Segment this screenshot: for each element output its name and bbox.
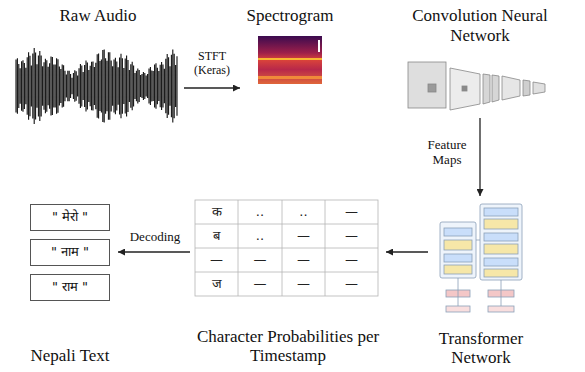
table-cell: — (283, 273, 324, 295)
stage-title: Character Probabilities per Timestamp (190, 327, 386, 366)
sublayer (484, 244, 518, 254)
table-cell: ज (196, 273, 237, 295)
data-flow (501, 297, 502, 306)
conv-layer (450, 68, 480, 110)
sublayer (484, 258, 518, 266)
sublayer (484, 219, 518, 229)
table-cell: — (283, 249, 324, 271)
sublayer (444, 228, 472, 236)
conv-layer (483, 74, 490, 104)
waveform-strokes (16, 48, 177, 124)
edge-label: STFT (Keras) (186, 50, 238, 78)
box-text: " मेरो " (52, 209, 88, 226)
data-flow (501, 280, 502, 297)
conv-layer (523, 80, 530, 96)
transformer-image (440, 204, 522, 312)
stage-heading-block: Transformer Network (428, 196, 534, 368)
decoder-block (480, 204, 522, 280)
spectrogram-image (258, 36, 322, 84)
flow-arrow (118, 251, 190, 252)
table-cell: — (239, 273, 281, 295)
input-box (446, 306, 470, 312)
spectrogram-band (258, 58, 322, 60)
table-cell: .. (239, 201, 281, 223)
sublayer (484, 208, 518, 216)
flow-arrow (386, 251, 428, 252)
table-cell: — (239, 249, 281, 271)
table-cell: — (326, 225, 377, 247)
conv-layer (492, 75, 499, 102)
input-box (488, 306, 514, 312)
stage-heading-block: Spectrogram (240, 6, 340, 90)
conv-layer (502, 76, 520, 100)
spectrogram-band (258, 76, 322, 79)
cnn-image (408, 62, 545, 110)
stage-heading-block: Raw Audio (12, 6, 184, 130)
data-flow (458, 278, 459, 297)
flow-arrow (479, 118, 480, 196)
box-text: " राम " (52, 279, 88, 296)
kernel (462, 86, 467, 91)
stage-title: Convolution Neural Network (388, 6, 572, 45)
sublayer (484, 269, 518, 277)
text-box: " राम " (30, 274, 110, 301)
table-cell: .. (239, 225, 281, 247)
table-cell: — (326, 273, 377, 295)
encoder-block (440, 222, 476, 278)
input-map (408, 62, 446, 108)
spectrogram-field (258, 36, 322, 84)
table-cell: — (283, 225, 324, 247)
data-flow (476, 240, 480, 241)
table-frame (195, 200, 378, 296)
text-box: " नाम " (30, 239, 110, 266)
table-cell: — (326, 249, 377, 271)
edge-label: Feature Maps (420, 138, 474, 168)
flow-arrow (184, 87, 240, 88)
stage-heading-block: Convolution Neural Network (388, 6, 572, 118)
table-cell: — (196, 249, 237, 271)
stage-title: Raw Audio (60, 6, 137, 26)
spectrogram-tick (318, 40, 320, 52)
sublayer (444, 240, 472, 250)
table-cell: क (196, 201, 237, 223)
table-cell: ब (196, 225, 237, 247)
waveform (16, 48, 177, 124)
table-rule (195, 224, 378, 225)
stage-title: Spectrogram (247, 6, 334, 26)
stage-title: Nepali Text (30, 346, 109, 366)
data-flow (458, 297, 459, 306)
stage-title: Transformer Network (428, 329, 534, 368)
box-text: " नाम " (51, 244, 89, 261)
sublayer (444, 254, 472, 262)
table-rule (195, 272, 378, 273)
table-rule (195, 248, 378, 249)
conv-layer (533, 82, 545, 94)
output-group: Nepali Text " मेरो " " नाम " " राम " (22, 198, 118, 366)
table-cell: .. (283, 201, 324, 223)
probability-table (195, 200, 378, 296)
edge-label: Decoding (124, 230, 186, 245)
text-box: " मेरो " (30, 204, 110, 231)
sublayer (484, 233, 518, 241)
table-cell: — (326, 201, 377, 223)
kernel (428, 84, 436, 92)
sublayer (444, 265, 472, 274)
